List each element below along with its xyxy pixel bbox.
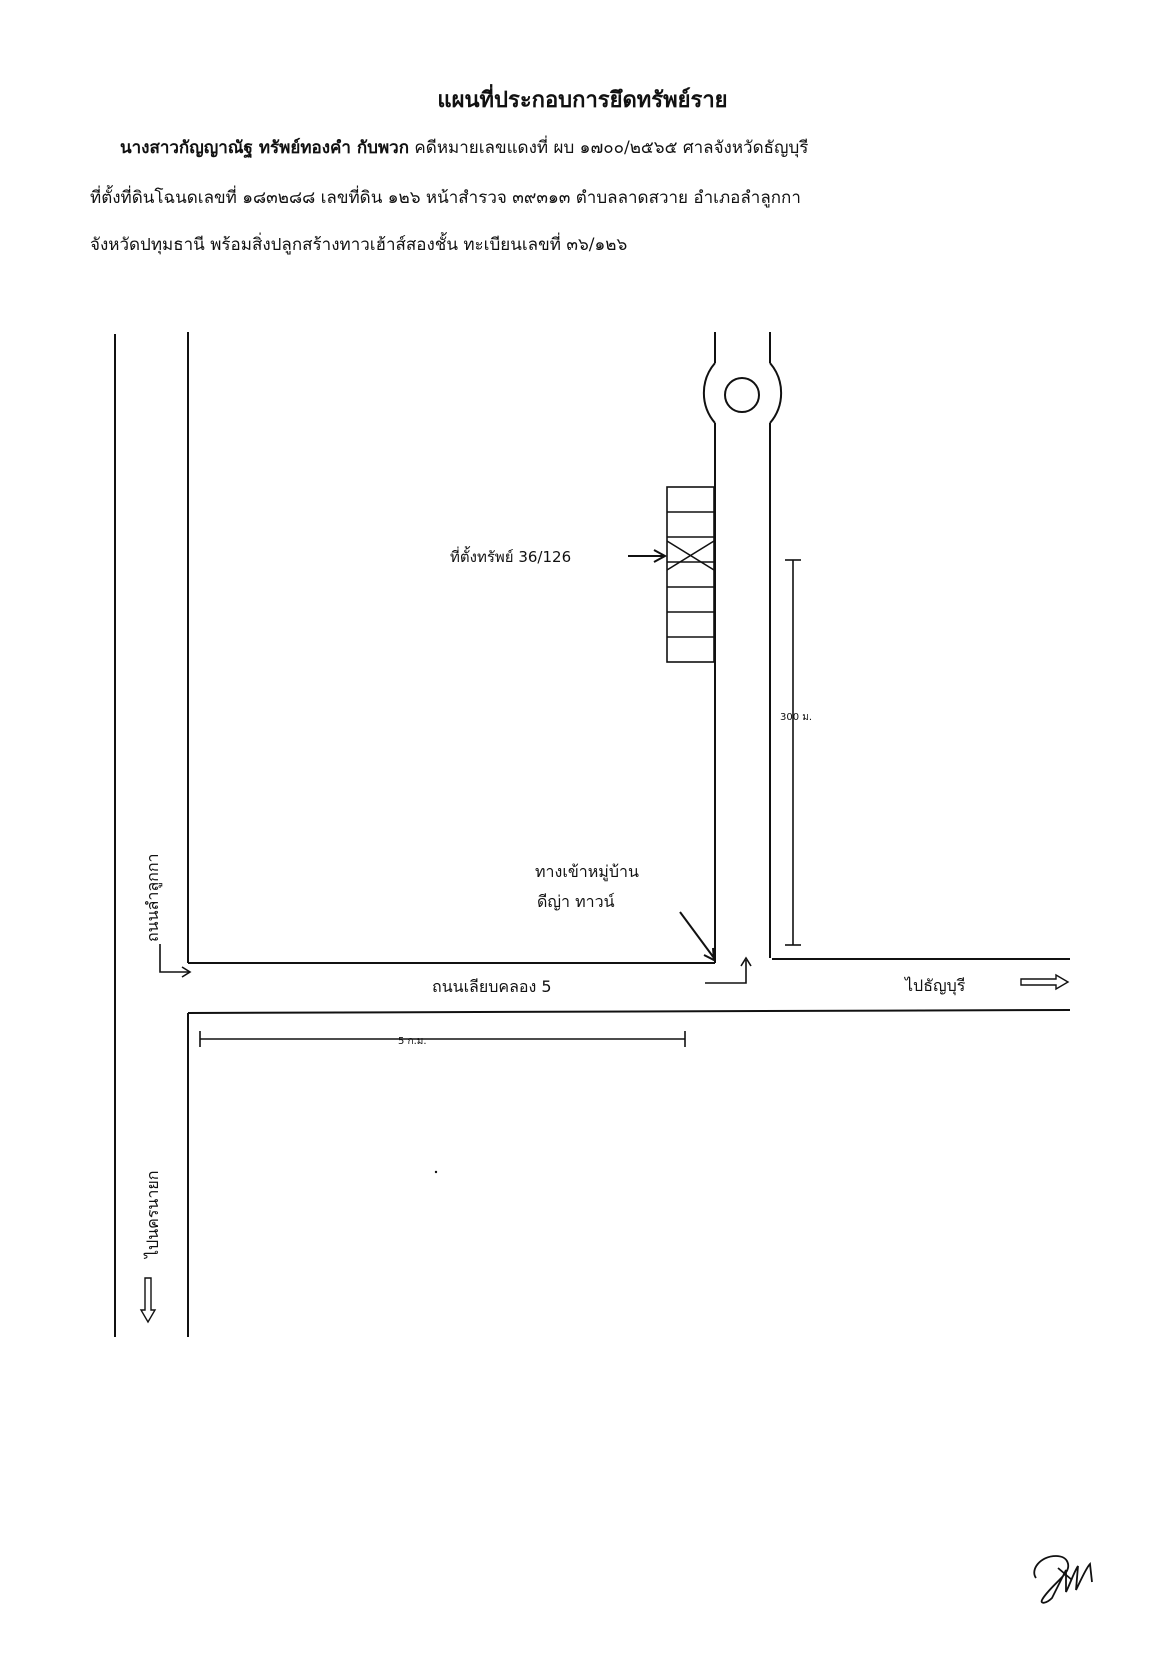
turn-arrow-head <box>740 956 752 967</box>
left-turn-arrow-head <box>181 966 192 978</box>
village-entrance-label-2: ดีญ่า ทาวน์ <box>537 892 615 911</box>
townhouse-row <box>666 486 715 663</box>
property-line: จังหวัดปทุมธานี พร้อมสิ่งปลูกสร้างทาวเฮ้… <box>90 235 628 255</box>
roundabout-island <box>724 377 760 413</box>
main-road-label: ถนนเลียบคลอง 5 <box>432 977 552 996</box>
to-nakhon-nayok-label: ไปนครนายก <box>143 1171 162 1260</box>
signature <box>1033 1555 1093 1604</box>
land-deed-line: ที่ตั้งที่ดินโฉนดเลขที่ ๑๘๓๒๘๘ เลขที่ดิน… <box>90 188 801 208</box>
roundabout-west-arc <box>702 362 716 424</box>
to-nakhon-nayok-arrow <box>139 1277 157 1324</box>
entrance-pointer-arrowhead <box>703 947 716 962</box>
stray-dot <box>434 1170 438 1174</box>
distance-5km-label: 5 ก.ม. <box>398 1036 427 1047</box>
property-label: ที่ตั้งทรัพย์ 36/126 <box>450 546 571 566</box>
turn-arrow <box>705 960 747 984</box>
to-thanyaburi-label: ไปธัญบุรี <box>903 976 966 996</box>
entrance-pointer-arrow <box>679 911 715 959</box>
left-turn-arrow <box>159 944 189 973</box>
distance-300m-label: 300 ม. <box>780 712 812 723</box>
to-thanyaburi-arrow <box>1020 973 1070 991</box>
case-number: คดีหมายเลขแดงที่ ผบ ๑๗๐๐/๒๕๖๕ ศาลจังหวัด… <box>409 138 809 158</box>
case-line: นางสาวกัญญาณัฐ ทรัพย์ทองคำ กับพวก คดีหมา… <box>120 134 808 161</box>
road-main-south-edge <box>187 1009 1071 1014</box>
property-marker <box>666 540 715 571</box>
property-pointer-arrowhead <box>653 549 668 563</box>
roundabout-east-arc <box>769 362 783 424</box>
village-entrance-label-1: ทางเข้าหมู่บ้าน <box>535 862 639 882</box>
road-left-label: ถนนลำลูกกา <box>143 853 163 942</box>
page-title: แผนที่ประกอบการยึดทรัพย์ราย <box>437 87 728 113</box>
defendant-name: นางสาวกัญญาณัฐ ทรัพย์ทองคำ กับพวก <box>120 138 409 158</box>
